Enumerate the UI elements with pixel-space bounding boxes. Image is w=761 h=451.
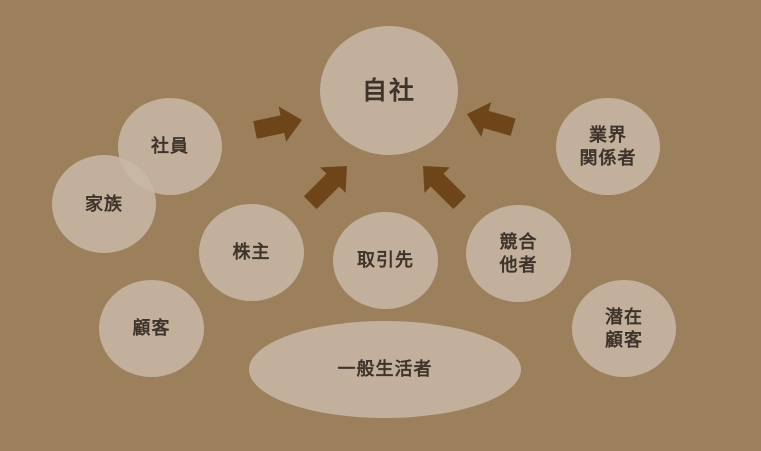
node-gyokai: 業界 関係者 bbox=[556, 98, 660, 195]
node-kabunushi: 株主 bbox=[199, 204, 304, 301]
arrow-icon bbox=[253, 106, 302, 142]
node-label: 株主 bbox=[232, 242, 271, 263]
node-label: 競合 他者 bbox=[499, 231, 538, 276]
node-kyogo-tasha: 競合 他者 bbox=[466, 205, 571, 302]
arrow-icon bbox=[467, 102, 516, 137]
node-shain: 社員 bbox=[118, 98, 222, 195]
node-label: 潜在 顧客 bbox=[605, 306, 643, 351]
node-kokyaku: 顧客 bbox=[99, 280, 204, 377]
node-label: 社員 bbox=[151, 136, 189, 157]
node-label: 業界 関係者 bbox=[579, 124, 637, 169]
node-label: 一般生活者 bbox=[337, 359, 433, 380]
center-node-company: 自社 bbox=[320, 26, 458, 155]
arrow-icon bbox=[423, 166, 467, 210]
node-label: 取引先 bbox=[357, 250, 414, 271]
node-label: 顧客 bbox=[132, 318, 171, 339]
node-torihikisaki: 取引先 bbox=[333, 212, 438, 309]
node-label: 家族 bbox=[85, 193, 123, 215]
node-senzai-kokyaku: 潜在 顧客 bbox=[572, 280, 676, 377]
node-ippan-seikatsusha: 一般生活者 bbox=[249, 321, 521, 418]
arrow-icon bbox=[303, 166, 347, 210]
node-label: 自社 bbox=[361, 76, 416, 105]
